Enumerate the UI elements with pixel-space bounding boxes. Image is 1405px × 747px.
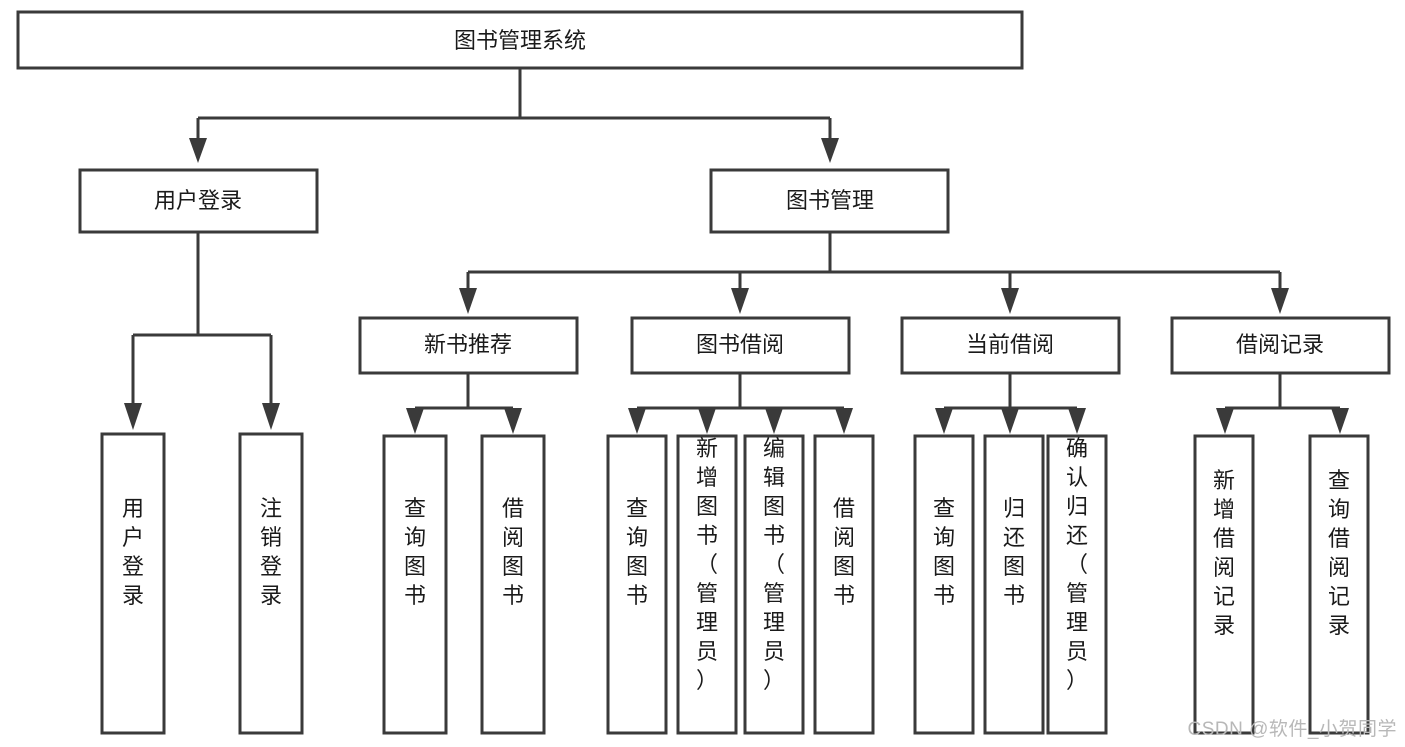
leaf-borrow-record-add-box[interactable] [1193, 434, 1255, 735]
leaf-node[interactable]: 借阅图书 [813, 434, 875, 735]
arrow-head-leaf-current-borrow-3 [1068, 408, 1086, 434]
connector-group-book-borrow [628, 373, 853, 434]
node-root-system[interactable]: 图书管理系统 [16, 10, 1024, 70]
node-new-book-recommend-label: 新书推荐 [424, 332, 512, 357]
connector-group-root [189, 68, 839, 163]
leaf-book-borrow-edit-box[interactable] [743, 434, 805, 735]
arrow-head-user-login [189, 138, 207, 163]
node-borrow-record-label: 借阅记录 [1236, 332, 1324, 357]
leaf-book-borrow-edit-label: 编辑图书（管理员） [763, 436, 785, 693]
leaf-book-borrow-add-box[interactable] [676, 434, 738, 735]
node-book-borrow-box[interactable] [630, 316, 851, 375]
leaf-new-book-query-label: 查询图书 [404, 496, 426, 608]
arrow-head-leaf-book-borrow-4 [835, 408, 853, 434]
node-current-borrow-label: 当前借阅 [966, 332, 1054, 357]
leaf-current-borrow-confirm-label: 确认归还（管理员） [1066, 436, 1088, 693]
connector-group-new-book-recommend [406, 373, 522, 434]
arrow-head-leaf-book-borrow-1 [628, 408, 646, 434]
arrow-head-leaf-user-login-2 [262, 403, 280, 430]
leaf-borrow-record-query-label: 查询借阅记录 [1328, 468, 1350, 638]
arrow-head-leaf-borrow-record-1 [1216, 408, 1234, 434]
arrow-head-current-borrow [1001, 288, 1019, 314]
leaf-book-borrow-borrow-label: 借阅图书 [833, 496, 855, 608]
arrow-head-leaf-user-login-1 [124, 403, 142, 430]
arrow-head-leaf-new-book-1 [406, 408, 424, 434]
connector-group-book-manage [459, 232, 1289, 314]
connector-group-current-borrow [935, 373, 1086, 434]
leaf-node[interactable]: 注销登录 [238, 432, 304, 735]
leaf-borrow-record-add-label: 新增借阅记录 [1213, 468, 1235, 638]
leaf-node[interactable]: 用户登录 [100, 432, 166, 735]
node-root-box[interactable] [16, 10, 1024, 70]
leaf-current-borrow-query-label: 查询图书 [933, 496, 955, 608]
node-current-borrow[interactable]: 当前借阅 [900, 316, 1121, 375]
leaf-book-borrow-add-label: 新增图书（管理员） [696, 436, 718, 693]
leaf-user-login-login-label: 用户登录 [122, 496, 144, 608]
arrow-head-book-borrow [731, 288, 749, 314]
node-book-manage-box[interactable] [709, 168, 950, 234]
arrow-head-leaf-borrow-record-2 [1331, 408, 1349, 434]
node-user-login[interactable]: 用户登录 [78, 168, 319, 234]
leaf-node[interactable]: 查询图书 [382, 434, 448, 735]
leaf-user-login-logout-label: 注销登录 [260, 496, 282, 608]
arrow-head-leaf-book-borrow-2 [698, 408, 716, 434]
arrow-head-book-manage [821, 138, 839, 163]
node-user-login-label: 用户登录 [154, 188, 242, 213]
leaf-user-login-login-box[interactable] [100, 432, 166, 735]
leaf-new-book-borrow-box[interactable] [480, 434, 546, 735]
leaf-book-borrow-query-label: 查询图书 [626, 496, 648, 608]
leaf-borrow-record-query-box[interactable] [1308, 434, 1370, 735]
leaf-current-borrow-return-label: 归还图书 [1003, 496, 1025, 608]
connector-group-user-login [124, 232, 280, 430]
arrow-head-leaf-current-borrow-2 [1001, 408, 1019, 434]
node-borrow-record-box[interactable] [1170, 316, 1391, 375]
arrow-head-leaf-current-borrow-1 [935, 408, 953, 434]
leaf-new-book-borrow-label: 借阅图书 [502, 496, 524, 608]
leaf-node[interactable]: 借阅图书 [480, 434, 546, 735]
node-book-borrow-label: 图书借阅 [696, 332, 784, 357]
arrow-head-leaf-book-borrow-3 [765, 408, 783, 434]
leaf-node[interactable]: 归还图书 [983, 434, 1045, 735]
leaf-book-borrow-query-box[interactable] [606, 434, 668, 735]
node-user-login-box[interactable] [78, 168, 319, 234]
leaf-user-login-logout-box[interactable] [238, 432, 304, 735]
leaf-node[interactable]: 查询图书 [606, 434, 668, 735]
leaf-current-borrow-confirm-box[interactable] [1046, 434, 1108, 735]
leaf-book-borrow-borrow-box[interactable] [813, 434, 875, 735]
node-book-manage[interactable]: 图书管理 [709, 168, 950, 234]
arrow-head-new-book-recommend [459, 288, 477, 314]
leaf-node[interactable]: 查询图书 [913, 434, 975, 735]
node-new-book-recommend[interactable]: 新书推荐 [358, 316, 579, 375]
leaf-node[interactable]: 编辑图书（管理员） [743, 434, 805, 735]
node-current-borrow-box[interactable] [900, 316, 1121, 375]
leaf-node[interactable]: 确认归还（管理员） [1046, 434, 1108, 735]
leaf-node[interactable]: 新增图书（管理员） [676, 434, 738, 735]
leaf-node[interactable]: 新增借阅记录 [1193, 434, 1255, 735]
leaf-new-book-query-box[interactable] [382, 434, 448, 735]
leaf-current-borrow-return-box[interactable] [983, 434, 1045, 735]
arrow-head-borrow-record [1271, 288, 1289, 314]
node-borrow-record[interactable]: 借阅记录 [1170, 316, 1391, 375]
leaf-node[interactable]: 查询借阅记录 [1308, 434, 1370, 735]
node-new-book-recommend-box[interactable] [358, 316, 579, 375]
node-book-borrow[interactable]: 图书借阅 [630, 316, 851, 375]
connector-group-borrow-record [1216, 373, 1349, 434]
leaf-current-borrow-query-box[interactable] [913, 434, 975, 735]
node-root-label: 图书管理系统 [454, 28, 586, 53]
arrow-head-leaf-new-book-2 [504, 408, 522, 434]
node-book-manage-label: 图书管理 [786, 188, 874, 213]
